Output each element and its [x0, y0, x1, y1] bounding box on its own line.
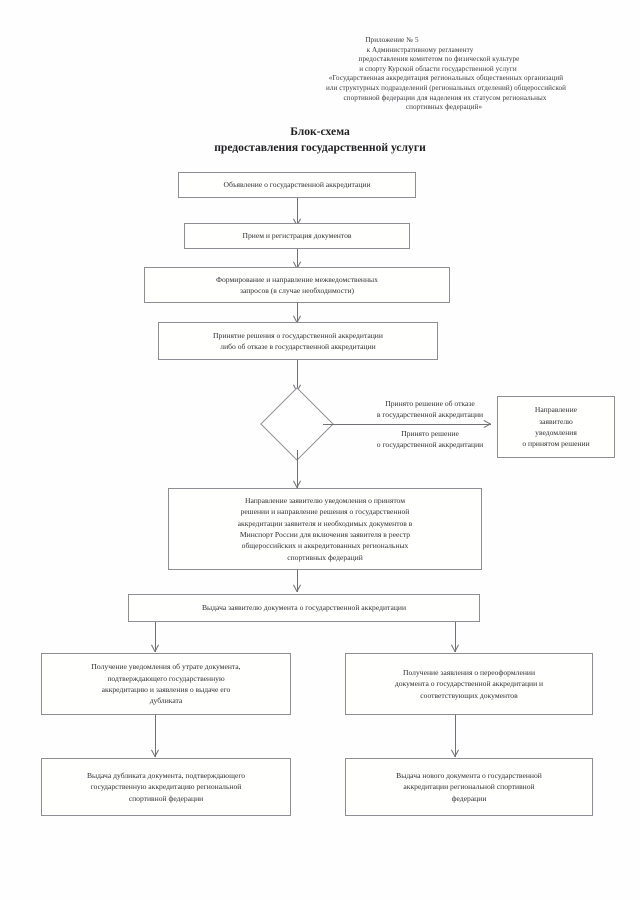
- flow-node-send-decision-and-registry: Направление заявителю уведомления о прин…: [168, 488, 482, 570]
- flow-node-issue-document: Выдача заявителю документа о государстве…: [128, 594, 480, 622]
- line-3: федерации: [451, 793, 487, 803]
- flow-node-issue-document-label: Выдача заявителю документа о государстве…: [201, 603, 407, 613]
- line-1: Принятие решения о государственной аккре…: [213, 330, 383, 340]
- line-3: аккредитации заявителя и необходимых док…: [237, 518, 413, 528]
- flow-node-reissue-request: Получение заявления о переоформлении док…: [345, 653, 593, 715]
- branch-label-refusal-line-1: Принято решение об отказе: [385, 399, 475, 408]
- line-1: Выдача нового документа о государственно…: [396, 770, 542, 780]
- arrow-10-12-icon: [451, 750, 460, 757]
- flow-node-registration-label: Прием и регистрация документов: [242, 231, 352, 241]
- connector-10-12: [455, 715, 456, 757]
- flow-node-send-decision-and-registry-label: Направление заявителю уведомления о прин…: [175, 495, 475, 563]
- branch-label-approval-line-1: Принято решение: [401, 429, 459, 438]
- line-3: соответствующих документов: [420, 690, 518, 700]
- flow-node-reissue-request-label: Получение заявления о переоформлении док…: [352, 667, 586, 701]
- connector-1-2: [297, 198, 298, 224]
- line-1: Выдача дубликата документа, подтверждающ…: [86, 770, 246, 780]
- appendix-line-3: предоставления комитетом по физической к…: [358, 55, 520, 64]
- line-5: общероссийских и аккредитованных региона…: [241, 541, 409, 551]
- line-2: государственную аккредитацию регионально…: [90, 782, 242, 792]
- flow-node-send-notification: Направление заявителю уведомления о прин…: [497, 396, 615, 458]
- arrow-7-8-icon: [293, 585, 302, 592]
- flow-node-duplicate-request-label: Получение уведомления об утрате документ…: [48, 661, 284, 707]
- line-4: дубликата: [149, 696, 183, 706]
- line-2: заявителю: [539, 416, 573, 426]
- flow-node-duplicate-request: Получение уведомления об утрате документ…: [41, 653, 291, 715]
- title-line-2: предоставления государственной услуги: [214, 141, 426, 154]
- line-2: запросов (в случае необходимости): [239, 286, 355, 295]
- line-1: Направление заявителю уведомления о прин…: [244, 495, 406, 505]
- arrow-diamond-7-icon: [293, 481, 302, 488]
- connector-4-diamond: [297, 360, 298, 392]
- line-1: Получение заявления о переоформлении: [402, 667, 536, 677]
- line-1: Получение уведомления об утрате документ…: [91, 662, 241, 672]
- connector-diamond-notification: [323, 424, 491, 425]
- branch-label-approval-line-2: о государственной аккредитации: [376, 440, 484, 450]
- flow-node-interagency-requests: Формирование и направление межведомствен…: [144, 267, 450, 303]
- line-1: Направление: [534, 405, 578, 415]
- flow-node-decision-making-label: Принятие решения о государственной аккре…: [165, 330, 431, 353]
- connector-9-11: [155, 715, 156, 757]
- line-3: аккредитацию и заявления о выдаче его: [101, 685, 231, 694]
- flow-node-issue-new-document-label: Выдача нового документа о государственно…: [352, 770, 586, 804]
- line-3: спортивной федерации: [128, 793, 204, 803]
- line-2: подтверждающего государственную: [107, 673, 225, 683]
- arrow-8-9-icon: [151, 645, 160, 652]
- branch-label-refusal: Принято решение об отказе в государствен…: [330, 398, 530, 420]
- appendix-line-2: к Административному регламенту: [366, 45, 474, 54]
- appendix-line-4: и спорту Курской области государственной…: [359, 64, 517, 73]
- connector-8-10-vertical: [455, 622, 456, 652]
- flow-node-issue-duplicate: Выдача дубликата документа, подтверждающ…: [41, 758, 291, 816]
- flow-node-issue-new-document: Выдача нового документа о государственно…: [345, 758, 593, 816]
- flow-node-announcement: Объявление о государственной аккредитаци…: [178, 172, 416, 198]
- appendix-line-1: Приложение № 5: [365, 36, 419, 44]
- line-4: Минспорт России для включения заявителя …: [239, 530, 411, 539]
- line-4: о принятом решении: [522, 439, 590, 449]
- line-2: аккредитации региональной спортивной: [403, 782, 535, 792]
- line-6: спортивных федераций: [287, 552, 363, 562]
- page-title: Блок-схема предоставления государственно…: [120, 124, 520, 156]
- line-1: Формирование и направление межведомствен…: [216, 274, 378, 284]
- title-line-1: Блок-схема: [290, 125, 350, 138]
- appendix-line-5: «Государственная аккредитация региональн…: [328, 74, 564, 83]
- flow-node-registration: Прием и регистрация документов: [184, 223, 410, 249]
- connector-8-9-vertical: [155, 622, 156, 652]
- line-2: решении и направление решения о государс…: [240, 507, 410, 517]
- branch-label-approval: Принято решение о государственной аккред…: [330, 428, 530, 450]
- connector-diamond-7: [297, 450, 298, 488]
- connector-3-4: [297, 303, 298, 323]
- flow-node-issue-duplicate-label: Выдача дубликата документа, подтверждающ…: [48, 770, 284, 804]
- flow-node-send-notification-label: Направление заявителю уведомления о прин…: [504, 404, 608, 450]
- line-2: либо об отказе в государственной аккреди…: [220, 342, 376, 351]
- arrow-8-10-icon: [451, 645, 460, 652]
- appendix-line-8: спортивных федераций»: [405, 103, 483, 112]
- line-2: документа о государственной аккредитации…: [394, 679, 544, 689]
- flow-node-decision-making: Принятие решения о государственной аккре…: [158, 322, 438, 360]
- line-3: уведомления: [535, 428, 577, 437]
- connector-2-3: [297, 249, 298, 269]
- connector-7-8: [297, 570, 298, 592]
- flow-node-interagency-requests-label: Формирование и направление межведомствен…: [151, 274, 443, 297]
- appendix-reference: Приложение № 5 к Административному регла…: [250, 36, 640, 113]
- appendix-line-6: или структурных подразделений (региональ…: [325, 83, 567, 92]
- arrow-diamond-notification-icon: [484, 420, 491, 429]
- arrow-9-11-icon: [151, 750, 160, 757]
- appendix-line-7: спортивной федерации для наделения их ст…: [343, 93, 547, 102]
- flow-node-announcement-label: Объявление о государственной аккредитаци…: [223, 180, 371, 190]
- branch-label-refusal-line-2: в государственной аккредитации: [376, 410, 484, 420]
